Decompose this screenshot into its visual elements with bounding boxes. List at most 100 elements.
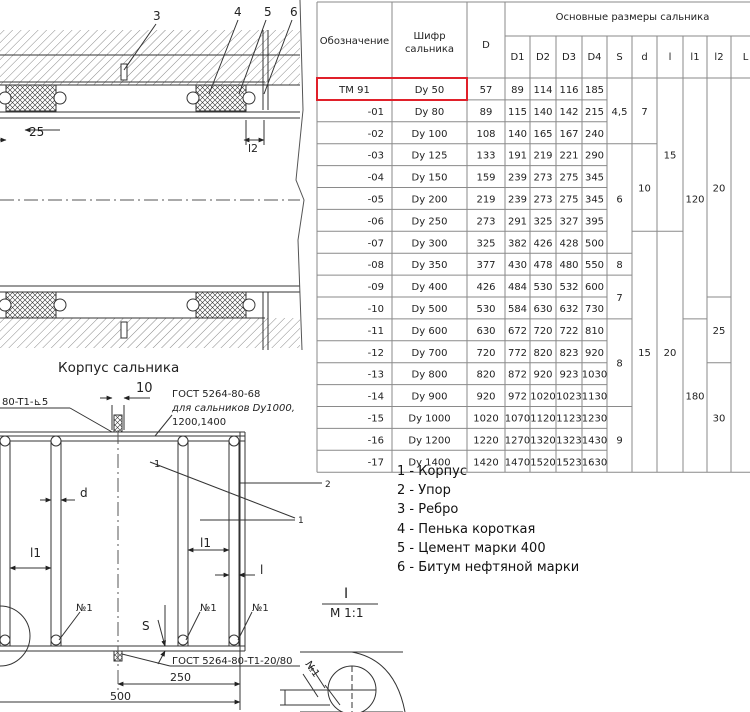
section-view-labels: 3 4 5 6 25 l2 Корпус сальника (29, 5, 298, 376)
header-l2: l2 (714, 52, 723, 63)
cell-D2: 1120 (530, 414, 555, 425)
dim-l1-left: l1 (30, 546, 41, 560)
bottom-wall-hatch (0, 318, 300, 348)
header-main-sizes: Основные размеры сальника (556, 12, 710, 23)
cell-D4: 810 (585, 326, 604, 337)
callout-4: 4 (234, 5, 242, 19)
cell-D3: 1023 (556, 392, 581, 403)
cell-D1: 1470 (505, 457, 530, 468)
cell-D2: 720 (533, 326, 552, 337)
cell-D1: 972 (508, 392, 527, 403)
cell-D3: 823 (559, 348, 578, 359)
cell-cipher: Dy 80 (415, 107, 445, 118)
cell-D: 57 (480, 85, 493, 96)
gost-top-line2: для сальников Dy1000, (171, 403, 295, 414)
cell-designation: -06 (368, 216, 384, 227)
dim-500: 500 (110, 690, 131, 703)
leader-1a: 1 (154, 459, 160, 470)
cell-l1_120: 120 (685, 194, 704, 205)
cell-D2: 325 (533, 216, 552, 227)
cell-D3: 221 (559, 151, 578, 162)
cell-D3: 1123 (556, 414, 581, 425)
cell-D1: 89 (511, 85, 524, 96)
cell-cipher: Dy 400 (412, 282, 448, 293)
dim-l1-right: l1 (200, 536, 211, 550)
legend-list: 1 - Корпус 2 - Упор 3 - Ребро 4 - Пенька… (397, 462, 579, 577)
cell-designation: -05 (368, 195, 384, 206)
cell-D4: 185 (585, 85, 604, 96)
cell-designation: -11 (368, 326, 384, 337)
cell-D2: 530 (533, 282, 552, 293)
cell-cipher: Dy 900 (412, 392, 448, 403)
mark-n1-a: №1 (76, 603, 93, 614)
cell-cipher: Dy 350 (412, 260, 448, 271)
cell-D4: 600 (585, 282, 604, 293)
cell-l2_30: 30 (713, 413, 726, 424)
cell-l_15: 15 (664, 151, 677, 162)
cell-designation: -17 (368, 457, 384, 468)
bottom-ring-4 (242, 298, 256, 312)
legend-item: 4 - Пенька короткая (397, 521, 536, 537)
cell-D1: 382 (508, 238, 527, 249)
cell-D4: 730 (585, 304, 604, 315)
cell-D1: 115 (508, 107, 527, 118)
cell-S_45: 4,5 (612, 107, 628, 118)
bottom-ring-1 (0, 298, 12, 312)
cell-D2: 426 (533, 238, 552, 249)
dim-S: S (142, 619, 150, 633)
cell-D1: 1070 (505, 414, 530, 425)
dim-l2: l2 (248, 142, 258, 155)
section-view (0, 0, 305, 351)
highlight-row-box (316, 77, 468, 101)
callout-6: 6 (290, 5, 298, 19)
cell-D2: 273 (533, 195, 552, 206)
cell-D2: 820 (533, 348, 552, 359)
cell-cipher: Dy 250 (412, 216, 448, 227)
gost-bottom: ГОСТ 5264-80-Т1-20/80 (172, 656, 293, 667)
dim-l: l (260, 563, 263, 577)
top-packing-right (195, 84, 247, 112)
legend-item: 1 - Корпус (397, 464, 468, 479)
mark-n1-d: №1 (303, 659, 322, 679)
cell-D: 920 (476, 392, 495, 403)
cell-designation: ТМ 91 (338, 85, 370, 96)
cell-designation: -14 (368, 392, 384, 403)
cell-cipher: Dy 1200 (408, 435, 450, 446)
cell-designation: -07 (368, 238, 384, 249)
mark-n1-b: №1 (200, 603, 217, 614)
top-wall-hatch (0, 30, 300, 85)
leader-1b: 1 (298, 516, 304, 526)
legend-item: 3 - Ребро (397, 502, 459, 518)
cell-designation: -12 (368, 348, 384, 359)
cell-d_7: 7 (641, 107, 647, 118)
cell-D1: 239 (508, 195, 527, 206)
cell-D1: 484 (508, 282, 527, 293)
cell-D3: 480 (559, 260, 578, 271)
cell-D3: 116 (559, 85, 578, 96)
cell-D2: 165 (533, 129, 552, 140)
cell-D1: 584 (508, 304, 527, 315)
cell-D: 159 (476, 173, 495, 184)
sizes-table-grid (316, 1, 750, 473)
cell-D4: 500 (585, 238, 604, 249)
cell-S_8a: 8 (616, 260, 622, 271)
cell-D: 1420 (473, 457, 498, 468)
cell-D2: 114 (533, 85, 552, 96)
cell-D4: 345 (585, 173, 604, 184)
bottom-ring-2 (53, 298, 67, 312)
callout-3: 3 (153, 9, 161, 23)
cell-l2_20: 20 (713, 184, 726, 195)
header-S: S (616, 52, 622, 63)
header-D4: D4 (587, 52, 601, 63)
cell-cipher: Dy 100 (412, 129, 448, 140)
cell-D2: 1020 (530, 392, 555, 403)
cell-D3: 428 (559, 238, 578, 249)
cell-D3: 167 (559, 129, 578, 140)
rib-top (120, 63, 128, 81)
cell-D4: 1430 (582, 435, 607, 446)
cell-D: 273 (476, 216, 495, 227)
cell-S_6: 6 (616, 194, 622, 205)
header-l1: l1 (690, 52, 699, 63)
